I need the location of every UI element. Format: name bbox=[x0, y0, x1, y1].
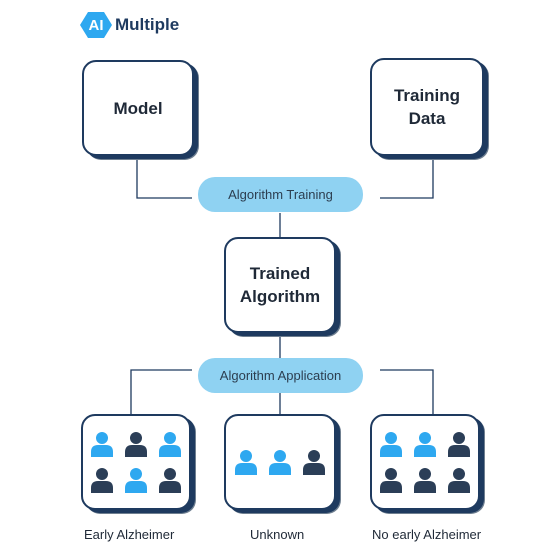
no-early-alzheimer-caption: No early Alzheimer bbox=[372, 527, 482, 542]
people-grid bbox=[374, 426, 476, 498]
model-connector bbox=[136, 160, 192, 199]
no-early-alzheimer-group bbox=[370, 414, 480, 510]
person-icon bbox=[159, 432, 181, 457]
person-icon bbox=[380, 432, 402, 457]
trained-algorithm-label-line1: Trained bbox=[249, 264, 311, 283]
person-icon bbox=[159, 468, 181, 493]
application-right-connector bbox=[380, 369, 434, 414]
person-icon bbox=[269, 450, 291, 475]
person-icon bbox=[125, 432, 147, 457]
person-icon bbox=[448, 432, 470, 457]
unknown-caption: Unknown bbox=[250, 527, 305, 542]
training-data-connector bbox=[380, 160, 434, 199]
training-data-label-line2: Data bbox=[408, 109, 446, 128]
algorithm-training-label: Algorithm Training bbox=[228, 187, 333, 202]
training-data-label-line1: Training bbox=[393, 86, 461, 105]
algorithm-application-label: Algorithm Application bbox=[219, 368, 342, 383]
application-left-connector bbox=[130, 369, 192, 414]
unknown-group bbox=[224, 414, 336, 510]
person-icon bbox=[414, 432, 436, 457]
logo-name: Multiple bbox=[115, 15, 180, 34]
early-alzheimer-group bbox=[81, 414, 191, 510]
training-data-node: Training Data bbox=[370, 58, 484, 156]
person-icon bbox=[235, 450, 257, 475]
people-grid bbox=[85, 426, 187, 498]
model-node: Model bbox=[82, 60, 194, 156]
person-icon bbox=[91, 432, 113, 457]
logo-badge: AI bbox=[80, 12, 112, 38]
early-alzheimer-caption: Early Alzheimer bbox=[84, 527, 175, 542]
trained-algorithm-node: Trained Algorithm bbox=[224, 237, 336, 333]
model-label: Model bbox=[113, 98, 163, 118]
person-icon bbox=[125, 468, 147, 493]
aimultiple-logo: AI Multiple bbox=[80, 12, 179, 38]
person-icon bbox=[91, 468, 113, 493]
person-icon bbox=[414, 468, 436, 493]
person-icon bbox=[303, 450, 325, 475]
people-grid bbox=[229, 444, 331, 480]
algorithm-application-pill: Algorithm Application bbox=[198, 358, 363, 393]
trained-algorithm-label-line2: Algorithm bbox=[239, 287, 321, 306]
person-icon bbox=[448, 468, 470, 493]
person-icon bbox=[380, 468, 402, 493]
algorithm-training-pill: Algorithm Training bbox=[198, 177, 363, 212]
